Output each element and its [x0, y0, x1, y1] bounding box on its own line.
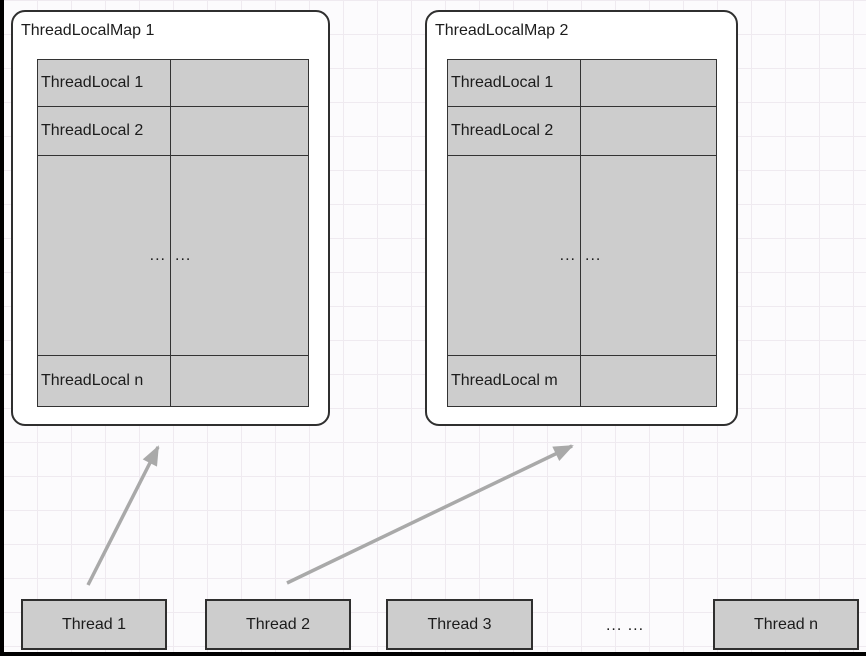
table-cell-key: ThreadLocal 1 [38, 60, 171, 107]
screen-edge-left-bar [0, 0, 4, 656]
thread-2-box: Thread 2 [205, 599, 351, 650]
table-cell-key: ThreadLocal n [38, 356, 171, 406]
table-cell-value [581, 60, 716, 107]
thread-3-box: Thread 3 [386, 599, 533, 650]
table-cell-ellipsis: ... [171, 156, 308, 356]
map-title: ThreadLocalMap 1 [21, 22, 155, 39]
map-1-table: ThreadLocal 1 ThreadLocal 2 ... ... Thre… [37, 59, 309, 407]
arrow-thread1-to-map1 [86, 445, 160, 586]
map-2-table: ThreadLocal 1 ThreadLocal 2 ... ... Thre… [447, 59, 717, 407]
table-cell-key: ThreadLocal 2 [38, 107, 171, 156]
table-cell-ellipsis: ... [38, 156, 171, 356]
table-cell-value [581, 107, 716, 156]
table-cell-value [581, 356, 716, 406]
threadlocalmap-1-box: ThreadLocalMap 1 ThreadLocal 1 ThreadLoc… [11, 10, 330, 426]
table-cell-key: ThreadLocal 1 [448, 60, 581, 107]
thread-1-box: Thread 1 [21, 599, 167, 650]
screen-edge-bottom-bar [0, 652, 866, 656]
table-cell-ellipsis: ... [581, 156, 716, 356]
threadlocalmap-2-box: ThreadLocalMap 2 ThreadLocal 1 ThreadLoc… [425, 10, 738, 426]
table-cell-value [171, 60, 308, 107]
table-cell-key: ThreadLocal m [448, 356, 581, 406]
map-title: ThreadLocalMap 2 [435, 22, 569, 39]
table-cell-value [171, 356, 308, 406]
arrow-thread2-to-map2 [286, 444, 574, 585]
table-cell-key: ThreadLocal 2 [448, 107, 581, 156]
threads-ellipsis: ... ... [605, 617, 645, 634]
table-cell-ellipsis: ... [448, 156, 581, 356]
thread-n-box: Thread n [713, 599, 859, 650]
table-cell-value [171, 107, 308, 156]
